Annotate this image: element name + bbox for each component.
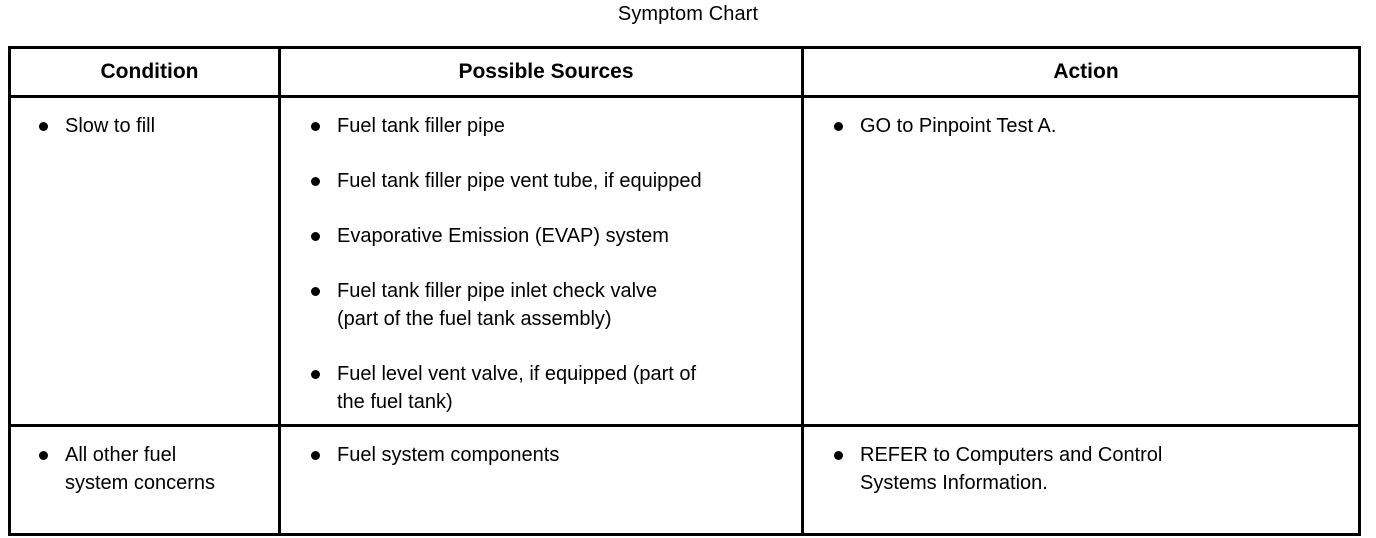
bullet-icon <box>834 122 843 131</box>
list-item: Fuel tank filler pipe <box>281 112 795 140</box>
column-header-action: Action <box>801 46 1361 98</box>
condition-list: Slow to fill <box>11 98 278 148</box>
list-item: Fuel system components <box>281 441 795 469</box>
bullet-icon <box>311 232 320 241</box>
column-header-action-label: Action <box>1053 60 1119 83</box>
list-item: Fuel tank filler pipe vent tube, if equi… <box>281 167 795 195</box>
list-item: All other fuel system concerns <box>11 441 272 497</box>
list-item-label: Fuel tank filler pipe <box>337 115 505 137</box>
list-item: Fuel tank filler pipe inlet check valve … <box>281 277 795 333</box>
bullet-icon <box>311 451 320 460</box>
bullet-icon <box>39 451 48 460</box>
list-item-label: Slow to fill <box>65 115 156 137</box>
table-header-row: Condition Possible Sources Action <box>8 46 1361 98</box>
cell-possible-sources: Fuel system components <box>278 424 804 536</box>
table-row: Slow to fill Fuel tank filler pipe Fuel … <box>8 95 1361 427</box>
list-item-label: GO to Pinpoint Test A. <box>860 115 1057 137</box>
symptom-chart-table: Condition Possible Sources Action Slow t… <box>8 46 1361 536</box>
column-header-possible-sources-label: Possible Sources <box>458 60 634 83</box>
list-item-label: Fuel tank filler pipe vent tube, if equi… <box>337 170 702 192</box>
list-item: GO to Pinpoint Test A. <box>804 112 1352 140</box>
table-row: All other fuel system concerns Fuel syst… <box>8 424 1361 536</box>
bullet-icon <box>311 177 320 186</box>
action-list: GO to Pinpoint Test A. <box>804 98 1358 148</box>
cell-action: GO to Pinpoint Test A. <box>801 95 1361 427</box>
cell-condition: Slow to fill <box>8 95 281 427</box>
list-item: REFER to Computers and Control Systems I… <box>804 441 1352 497</box>
list-item-label: Fuel tank filler pipe inlet check valve … <box>337 280 658 330</box>
action-list: REFER to Computers and Control Systems I… <box>804 427 1358 505</box>
list-item: Fuel level vent valve, if equipped (part… <box>281 360 795 416</box>
cell-action: REFER to Computers and Control Systems I… <box>801 424 1361 536</box>
possible-sources-list: Fuel system components <box>281 427 801 477</box>
cell-condition: All other fuel system concerns <box>8 424 281 536</box>
cell-possible-sources: Fuel tank filler pipe Fuel tank filler p… <box>278 95 804 427</box>
bullet-icon <box>39 122 48 131</box>
list-item-label: Evaporative Emission (EVAP) system <box>337 225 669 247</box>
column-header-condition: Condition <box>8 46 281 98</box>
list-item: Slow to fill <box>11 112 272 140</box>
list-item-label: REFER to Computers and Control Systems I… <box>860 444 1163 494</box>
page-title: Symptom Chart <box>617 3 759 25</box>
bullet-icon <box>834 451 843 460</box>
bullet-icon <box>311 287 320 296</box>
bullet-icon <box>311 122 320 131</box>
list-item-label: Fuel system components <box>337 444 560 466</box>
bullet-icon <box>311 370 320 379</box>
possible-sources-list: Fuel tank filler pipe Fuel tank filler p… <box>281 98 801 424</box>
list-item-label: Fuel level vent valve, if equipped (part… <box>337 363 697 413</box>
list-item-label: All other fuel system concerns <box>65 444 216 494</box>
column-header-condition-label: Condition <box>100 60 199 83</box>
column-header-possible-sources: Possible Sources <box>278 46 804 98</box>
list-item: Evaporative Emission (EVAP) system <box>281 222 795 250</box>
condition-list: All other fuel system concerns <box>11 427 278 505</box>
